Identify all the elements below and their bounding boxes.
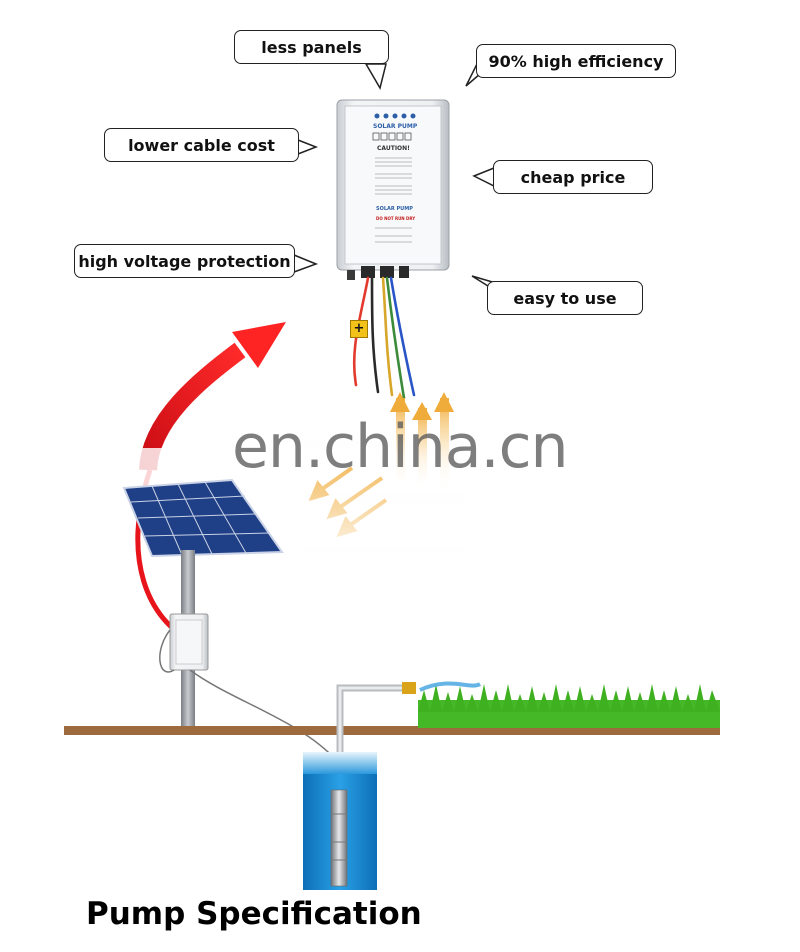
ground-line	[64, 726, 720, 735]
controller-box-icon	[336, 99, 450, 280]
controller-brand: SOLAR PUMP	[373, 123, 418, 130]
callout-cheap-price: cheap price	[493, 160, 653, 194]
callout-less-panels: less panels	[234, 30, 389, 64]
pole-controller-icon	[159, 613, 337, 761]
controller-caution: CAUTION!	[377, 145, 410, 152]
grass-icon	[418, 681, 720, 728]
heat-arrows-icon	[300, 392, 470, 560]
controller-brand-lower: SOLAR PUMP	[376, 206, 413, 212]
callout-easy-to-use: easy to use	[487, 281, 643, 315]
watermark-text: en.china.cn	[232, 412, 569, 482]
callout-high-efficiency: 90% high efficiency	[476, 44, 676, 78]
solar-panel-icon	[122, 478, 284, 726]
pump-icon	[330, 789, 348, 887]
page-title: Pump Specification	[86, 896, 422, 932]
wires	[352, 276, 416, 400]
plus-terminal-label: +	[350, 320, 368, 338]
callout-lower-cable-cost: lower cable cost	[104, 128, 299, 162]
callout-high-voltage-protection: high voltage protection	[74, 244, 295, 278]
controller-warning: DO NOT RUN DRY	[376, 216, 416, 221]
